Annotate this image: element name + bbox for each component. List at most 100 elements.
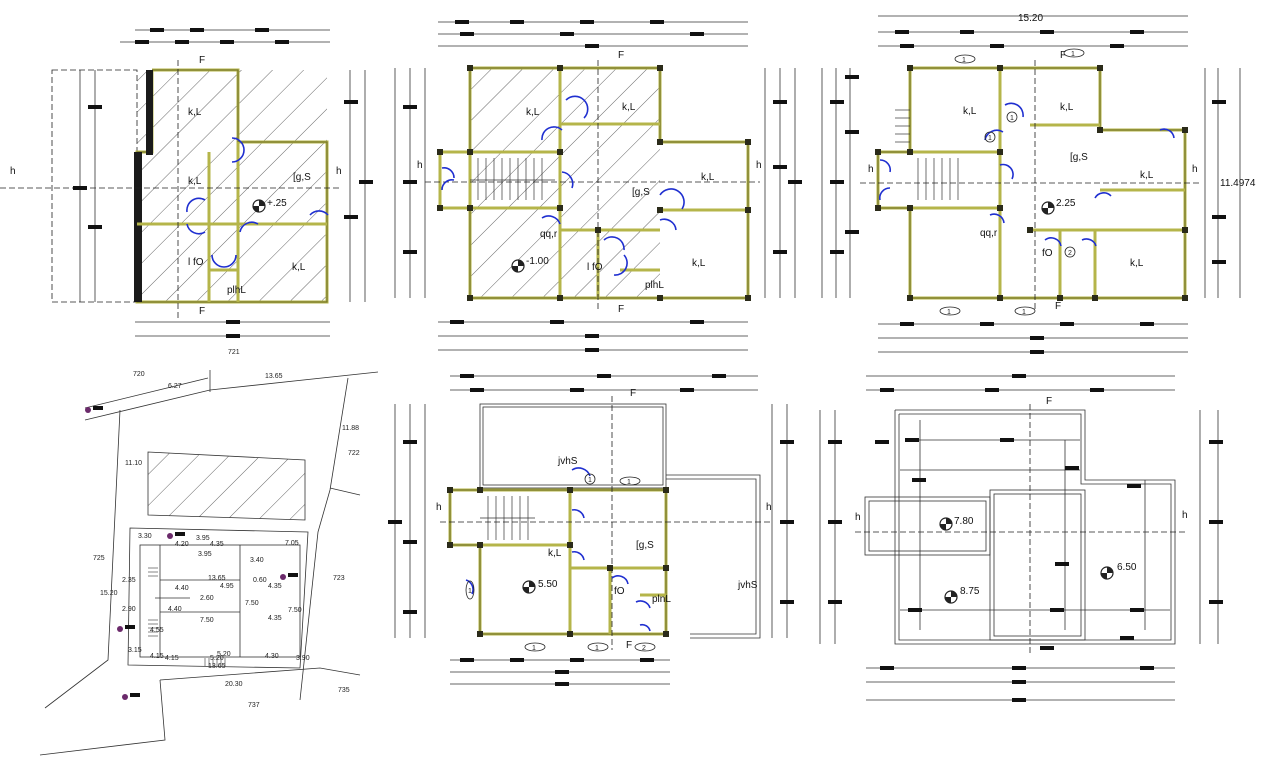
- section-mark: F: [199, 55, 205, 66]
- axis-mark: h: [1182, 510, 1188, 521]
- site-plan: 720 6.27 13.65 11.88 722 11.10 725 723 1…: [39, 370, 379, 756]
- room-label: k,L: [188, 176, 202, 187]
- plan-roof: 7.80 8.75 6.50 F h h: [819, 374, 1223, 702]
- dimension-label: 4.30: [265, 653, 279, 660]
- level-label: 8.75: [960, 586, 980, 597]
- dimension-label: 15.20: [1018, 13, 1043, 24]
- dimension-label: 3.90: [296, 655, 310, 662]
- dimension-label: 11.88: [342, 425, 359, 432]
- section-mark: F: [630, 388, 636, 399]
- room-label: plnL: [652, 594, 671, 605]
- dimension-label: 20.30: [225, 681, 243, 688]
- dimension-label: 2.90: [122, 606, 136, 613]
- dimension-label: 721: [228, 349, 240, 356]
- tag-label: 2: [1068, 250, 1072, 257]
- dimension-label: 11.10: [125, 460, 142, 467]
- dimension-label: 720: [133, 371, 145, 378]
- plan-bottom-middle: jvhS k,L [g,S fO plnL jvhS 5.50 F F h h …: [388, 374, 794, 686]
- axis-mark: h: [1192, 164, 1198, 175]
- room-label: [g,S: [293, 172, 311, 183]
- room-label: k,L: [1140, 170, 1154, 181]
- room-label: l fO: [587, 262, 603, 273]
- level-label: -1.00: [526, 256, 549, 267]
- room-label: qq,r: [540, 229, 558, 240]
- dimension-label: 13.65: [265, 373, 283, 380]
- dimension-label: 725: [93, 555, 105, 562]
- dimension-label: 7.50: [288, 607, 302, 614]
- dimension-label: 6.27: [168, 383, 182, 390]
- tag-label: 1: [1071, 51, 1075, 58]
- level-label: 7.80: [954, 516, 974, 527]
- axis-mark: h: [868, 164, 874, 175]
- dimension-label: 2.35: [122, 577, 136, 584]
- site-inner-dims: 3.30 4.20 3.95 4.35 3.40 7.05 4.35 5.20 …: [122, 533, 310, 670]
- tag-label: 1: [1010, 115, 1014, 122]
- room-label: k,L: [963, 106, 977, 117]
- tag-label: 1: [962, 57, 966, 64]
- dimension-label: 4.15: [165, 655, 179, 662]
- room-label: jvhS: [737, 580, 758, 591]
- dimension-label: 4.15: [150, 653, 164, 660]
- dimension-label: 4.40: [175, 585, 189, 592]
- level-label: 2.25: [1056, 198, 1076, 209]
- room-label: plhL: [227, 285, 246, 296]
- tag-label: 2: [642, 645, 646, 652]
- dimension-label: 0.60: [253, 577, 267, 584]
- dimension-label: 5.20: [217, 651, 231, 658]
- level-label: +.25: [267, 198, 287, 209]
- section-mark: F: [626, 640, 632, 651]
- section-mark: F: [618, 304, 624, 315]
- axis-mark: h: [10, 166, 16, 177]
- dimension-label: 4.20: [175, 541, 189, 548]
- tag-label: 1: [947, 309, 951, 316]
- level-label: 6.50: [1117, 562, 1137, 573]
- section-mark: F: [1060, 50, 1066, 61]
- axis-mark: h: [417, 160, 423, 171]
- dimension-label: 5.20: [210, 655, 224, 662]
- tag-label: 1: [627, 479, 631, 486]
- room-label: [g,S: [636, 540, 654, 551]
- dimension-label: 4.95: [220, 583, 234, 590]
- room-label: k,L: [622, 102, 636, 113]
- room-label: l fO: [188, 257, 204, 268]
- section-mark: F: [618, 50, 624, 61]
- room-label: plhL: [645, 280, 664, 291]
- dimension-label: 13.65: [208, 575, 226, 582]
- dimension-label: 3.15: [128, 647, 142, 654]
- room-label: k,L: [188, 107, 202, 118]
- axis-mark: h: [336, 166, 342, 177]
- axis-mark: h: [756, 160, 762, 171]
- dimension-label: 7.50: [245, 600, 259, 607]
- room-label: k,L: [701, 172, 715, 183]
- dimension-label: 2.60: [200, 595, 214, 602]
- tag-markers: 1 1 1 1 1 2: [465, 473, 656, 652]
- room-label: k,L: [526, 107, 540, 118]
- dimension-label: 3.40: [250, 557, 264, 564]
- tag-label: 1: [532, 645, 536, 652]
- dimension-label: 4.40: [168, 606, 182, 613]
- room-label: k,L: [692, 258, 706, 269]
- axis-mark: h: [436, 502, 442, 513]
- tag-label: 1: [1022, 309, 1026, 316]
- level-label: 5.50: [538, 579, 558, 590]
- dimension-label: 722: [348, 450, 360, 457]
- dimension-label: 13.65: [208, 663, 226, 670]
- tag-label: 1: [595, 645, 599, 652]
- room-label: [g,S: [1070, 152, 1088, 163]
- tag-label: 1: [988, 135, 992, 142]
- dimension-label: 7.50: [200, 617, 214, 624]
- dimension-label: 4.35: [210, 541, 224, 548]
- axis-mark: h: [766, 502, 772, 513]
- dimension-label: 3.30: [138, 533, 152, 540]
- axis-mark: h: [855, 512, 861, 523]
- dimension-label: 735: [338, 687, 350, 694]
- room-label: k,L: [1130, 258, 1144, 269]
- dimension-label: 7.05: [285, 540, 299, 547]
- room-label: k,L: [548, 548, 562, 559]
- plan-top-left: k,L k,L [g,S l fO k,L plhL +.25 F F h h …: [0, 28, 373, 356]
- room-label: k,L: [292, 262, 306, 273]
- dimension-label: 15.20: [100, 590, 118, 597]
- dimension-label: 737: [248, 702, 260, 709]
- dimension-label: 11.4974: [1220, 178, 1256, 189]
